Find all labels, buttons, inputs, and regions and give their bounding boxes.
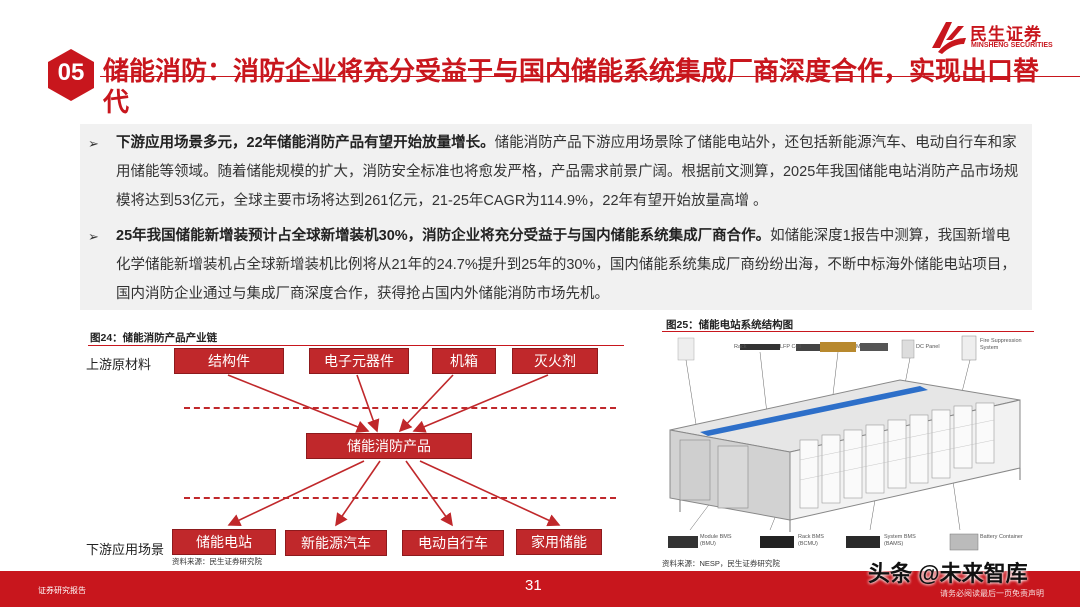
title-rule — [100, 76, 1080, 77]
figure24-caption-rule — [88, 345, 624, 346]
component-label: Module BMS (BMU) — [700, 534, 732, 547]
component-label: System BMS (BAMS) — [884, 534, 916, 547]
summary-panel: ➢ 下游应用场景多元，22年储能消防产品有望开始放量增长。储能消防产品下游应用场… — [80, 124, 1032, 310]
upstream-label: 上游原材料 — [86, 357, 152, 372]
page-number: 31 — [525, 577, 542, 594]
upstream-box: 结构件 — [174, 348, 284, 374]
figure25-caption-rule — [662, 331, 1034, 332]
downstream-label: 下游应用场景 — [86, 542, 165, 557]
component-label: Rack — [734, 344, 747, 350]
footer-bar: 证券研究报告 31 — [0, 571, 1080, 607]
bullet-heading: 25年我国储能新增装预计占全球新增装机30%，消防企业将充分受益于与国内储能系统… — [116, 228, 771, 244]
downstream-box: 家用储能 — [516, 529, 602, 555]
brand-name-en: MINSHENG SECURITIES — [971, 42, 1053, 49]
center-box: 储能消防产品 — [306, 433, 472, 459]
bullet-body: 如储能深度1报告中测算，我国新增电化学储能新增装机占全球新增装机比例将从21年的… — [116, 228, 1016, 302]
industry-chain-diagram: 上游原材料 结构件 电子元器件 机箱 灭火剂 储能消防产品 下游应用场景 储能电… — [84, 345, 624, 570]
section-badge-shape — [48, 49, 94, 101]
brand-logo: 民生证券 MINSHENG SECURITIES — [928, 18, 1058, 58]
footer-disclaimer: 请务必阅读最后一页免责声明 — [940, 589, 1044, 598]
component-label: Module — [856, 344, 875, 350]
component-label: Fire Suppression System — [980, 338, 1022, 351]
component-label: Battery Container — [980, 534, 1023, 540]
lower-dashed-divider — [184, 497, 616, 499]
upstream-box: 机箱 — [432, 348, 496, 374]
watermark-text: 头条 @未来智库 — [868, 561, 1028, 586]
page-title: 储能消防：消防企业将充分受益于与国内储能系统集成厂商深度合作，实现出口替代 — [103, 56, 1040, 117]
component-label: LFP Cell — [780, 344, 801, 350]
bullet-heading: 下游应用场景多元，22年储能消防产品有望开始放量增长。 — [116, 135, 495, 151]
downstream-box: 电动自行车 — [402, 530, 504, 556]
bullet-arrow-icon: ➢ — [88, 136, 99, 151]
upstream-box: 电子元器件 — [309, 348, 409, 374]
upstream-box: 灭火剂 — [512, 348, 598, 374]
figure25-source: 资料来源：NESP，民生证券研究院 — [662, 559, 780, 568]
chain-connectors — [227, 374, 561, 527]
figure24-source: 资料来源：民生证券研究院 — [172, 557, 262, 566]
bullet-arrow-icon: ➢ — [88, 229, 99, 244]
figure24-caption: 图24：储能消防产品产业链 — [90, 332, 218, 344]
brand-logo-icon — [932, 22, 966, 54]
footer-report-type: 证券研究报告 — [38, 586, 86, 595]
container-drawing — [668, 335, 1021, 551]
section-number: 05 — [57, 59, 85, 86]
watermark-ghost: 未来智库 — [920, 551, 1000, 573]
energy-storage-station-illustration: Rack LFP Cell Module DC Panel Fire Suppr… — [660, 330, 1032, 570]
downstream-box: 储能电站 — [172, 529, 276, 555]
upper-dashed-divider — [184, 407, 616, 409]
section-badge: 05 — [44, 48, 98, 102]
bullet-item: ➢ 25年我国储能新增装预计占全球新增装机30%，消防企业将充分受益于与国内储能… — [88, 222, 1024, 309]
brand-name-cn: 民生证券 — [970, 25, 1042, 44]
component-label: DC Panel — [916, 344, 940, 350]
bullet-item: ➢ 下游应用场景多元，22年储能消防产品有望开始放量增长。储能消防产品下游应用场… — [88, 129, 1024, 216]
downstream-box: 新能源汽车 — [285, 530, 387, 556]
figure25-caption: 图25：储能电站系统结构图 — [666, 319, 794, 331]
bullet-body: 储能消防产品下游应用场景除了储能电站外，还包括新能源汽车、电动自行车和家用储能等… — [116, 135, 1019, 209]
component-label: Rack BMS (BCMU) — [798, 534, 824, 547]
